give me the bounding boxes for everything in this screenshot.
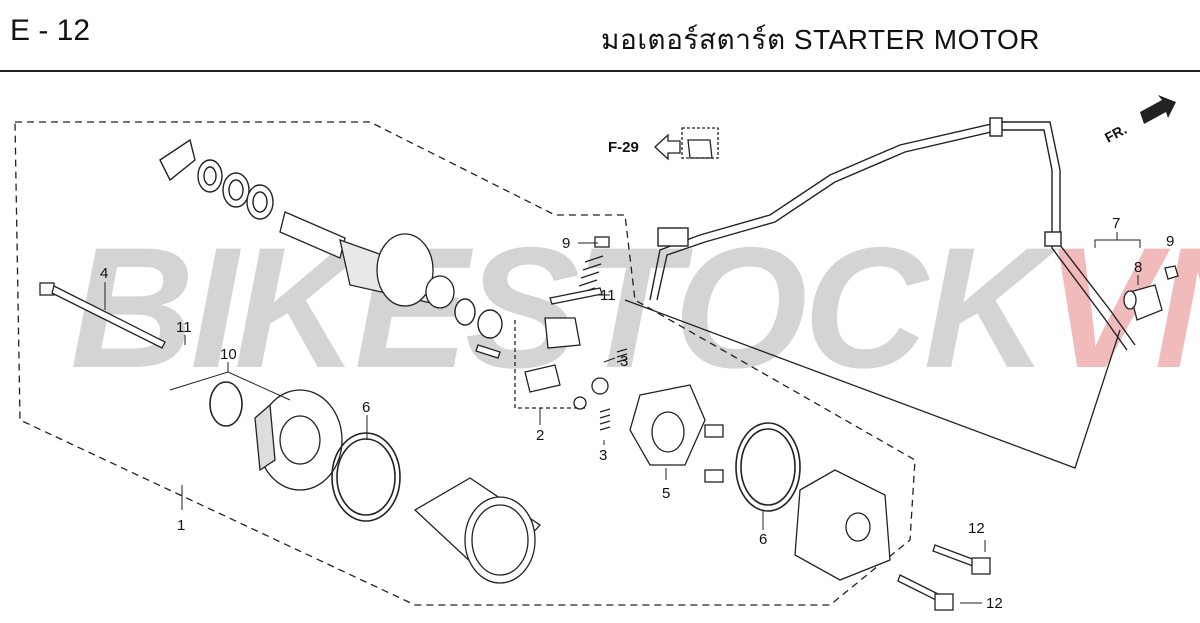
long-bolt [39,282,166,349]
callout-12-top: 12 [968,520,985,537]
callout-9-top: 9 [562,235,570,252]
callout-6-right: 6 [759,531,767,548]
direction-label: FR. [1102,121,1129,146]
terminal-cap [1123,284,1163,321]
nuts [681,127,1179,280]
page-header: E - 12 มอเตอร์สตาร์ต STARTER MOTOR [0,0,1200,72]
cable-leader [624,299,1121,469]
callout-11-top: 11 [600,287,616,304]
callout-5: 5 [662,485,670,502]
front-cover [254,389,343,491]
callout-2: 2 [536,427,544,444]
watermark-part1: BIKESTOCK [70,212,1048,404]
front-arrow-icon [1140,95,1176,124]
assembly-boundary [14,121,916,606]
callout-6-left: 6 [362,399,370,416]
washers-top [159,138,503,339]
group-bracket-brush [514,320,585,409]
armature [279,211,455,309]
watermark: BIKESTOCKVN [70,222,1200,394]
yoke [413,477,541,584]
springs [576,255,628,431]
reference-arrow [654,133,681,161]
callout-3-top: 3 [620,353,628,370]
callout-3-bottom: 3 [599,447,607,464]
page-title: มอเตอร์สตาร์ต STARTER MOTOR [601,24,1040,55]
callout-4: 4 [100,265,108,282]
flange-bolts [897,544,991,611]
starter-cable [649,117,1136,351]
lock-plate [159,138,196,182]
reference-label: F-29 [608,139,639,156]
callout-7: 7 [1112,215,1120,232]
callout-10: 10 [220,346,237,363]
leader-lines [104,232,1141,604]
callout-9-right: 9 [1166,233,1174,250]
brush-holder [629,384,724,483]
callout-11-left: 11 [176,319,192,336]
callout-12-bottom: 12 [986,595,1003,612]
callout-8: 8 [1134,259,1142,276]
terminal-parts [475,236,610,410]
o-rings [209,381,801,522]
callout-1: 1 [177,517,185,534]
watermark-part2: VN [1043,212,1200,404]
parts-diagram: F-29 FR. 4 11 10 6 1 2 3 3 5 6 7 8 9 9 1… [14,95,1179,612]
rear-cover [794,469,891,581]
page-code: E - 12 [10,14,91,47]
